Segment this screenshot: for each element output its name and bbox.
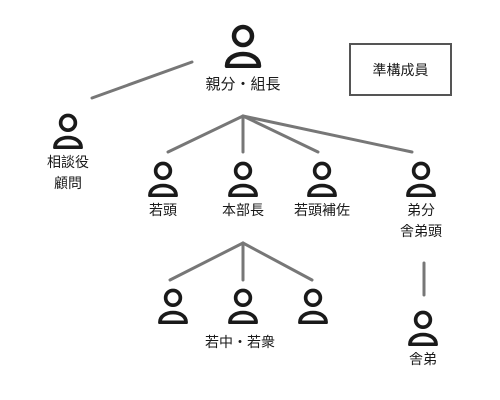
person-icon [158, 288, 188, 324]
node-honbucho: 本部長 [188, 161, 298, 221]
person-icon [228, 161, 258, 197]
connector-boss-wakagashira [166, 114, 245, 154]
honbucho-label: 本部長 [222, 203, 264, 219]
person-icon [148, 161, 178, 197]
hosa-label: 若頭補佐 [294, 203, 350, 219]
connector-honbucho-wakaishu-right [241, 241, 314, 282]
person-icon [408, 310, 438, 346]
person-icon [53, 113, 83, 149]
person-icon [307, 161, 337, 197]
connector-boss-otobun [241, 114, 414, 154]
node-wakagashira: 若頭 [108, 161, 218, 221]
node-otobun: 弟分 舎弟頭 [366, 161, 476, 242]
otobun-label-line2: 舎弟頭 [400, 224, 442, 240]
connector-honbucho-wakaishu-left [168, 241, 245, 282]
shatei-label: 舎弟 [409, 352, 437, 368]
node-shatei: 舎弟 [368, 310, 478, 370]
node-advisor: 相談役 顧問 [13, 113, 123, 194]
wakaishu-label: 若中・若衆 [205, 335, 275, 351]
connector-boss-advisor [90, 60, 194, 100]
advisor-label-line1: 相談役 [47, 155, 89, 171]
connector-boss-hosa [241, 114, 320, 154]
person-icon [228, 288, 258, 324]
associate-member-label: 準構成員 [372, 62, 429, 79]
wakagashira-label: 若頭 [149, 203, 177, 219]
node-boss: 親分・組長 [188, 24, 298, 94]
associate-member-box: 準構成員 [349, 43, 452, 96]
boss-label: 親分・組長 [205, 75, 281, 93]
person-icon [224, 24, 262, 68]
otobun-label-line1: 弟分 [407, 203, 435, 219]
person-icon [298, 288, 328, 324]
advisor-label-line2: 顧問 [54, 176, 82, 192]
node-hosa: 若頭補佐 [267, 161, 377, 221]
person-icon [406, 161, 436, 197]
